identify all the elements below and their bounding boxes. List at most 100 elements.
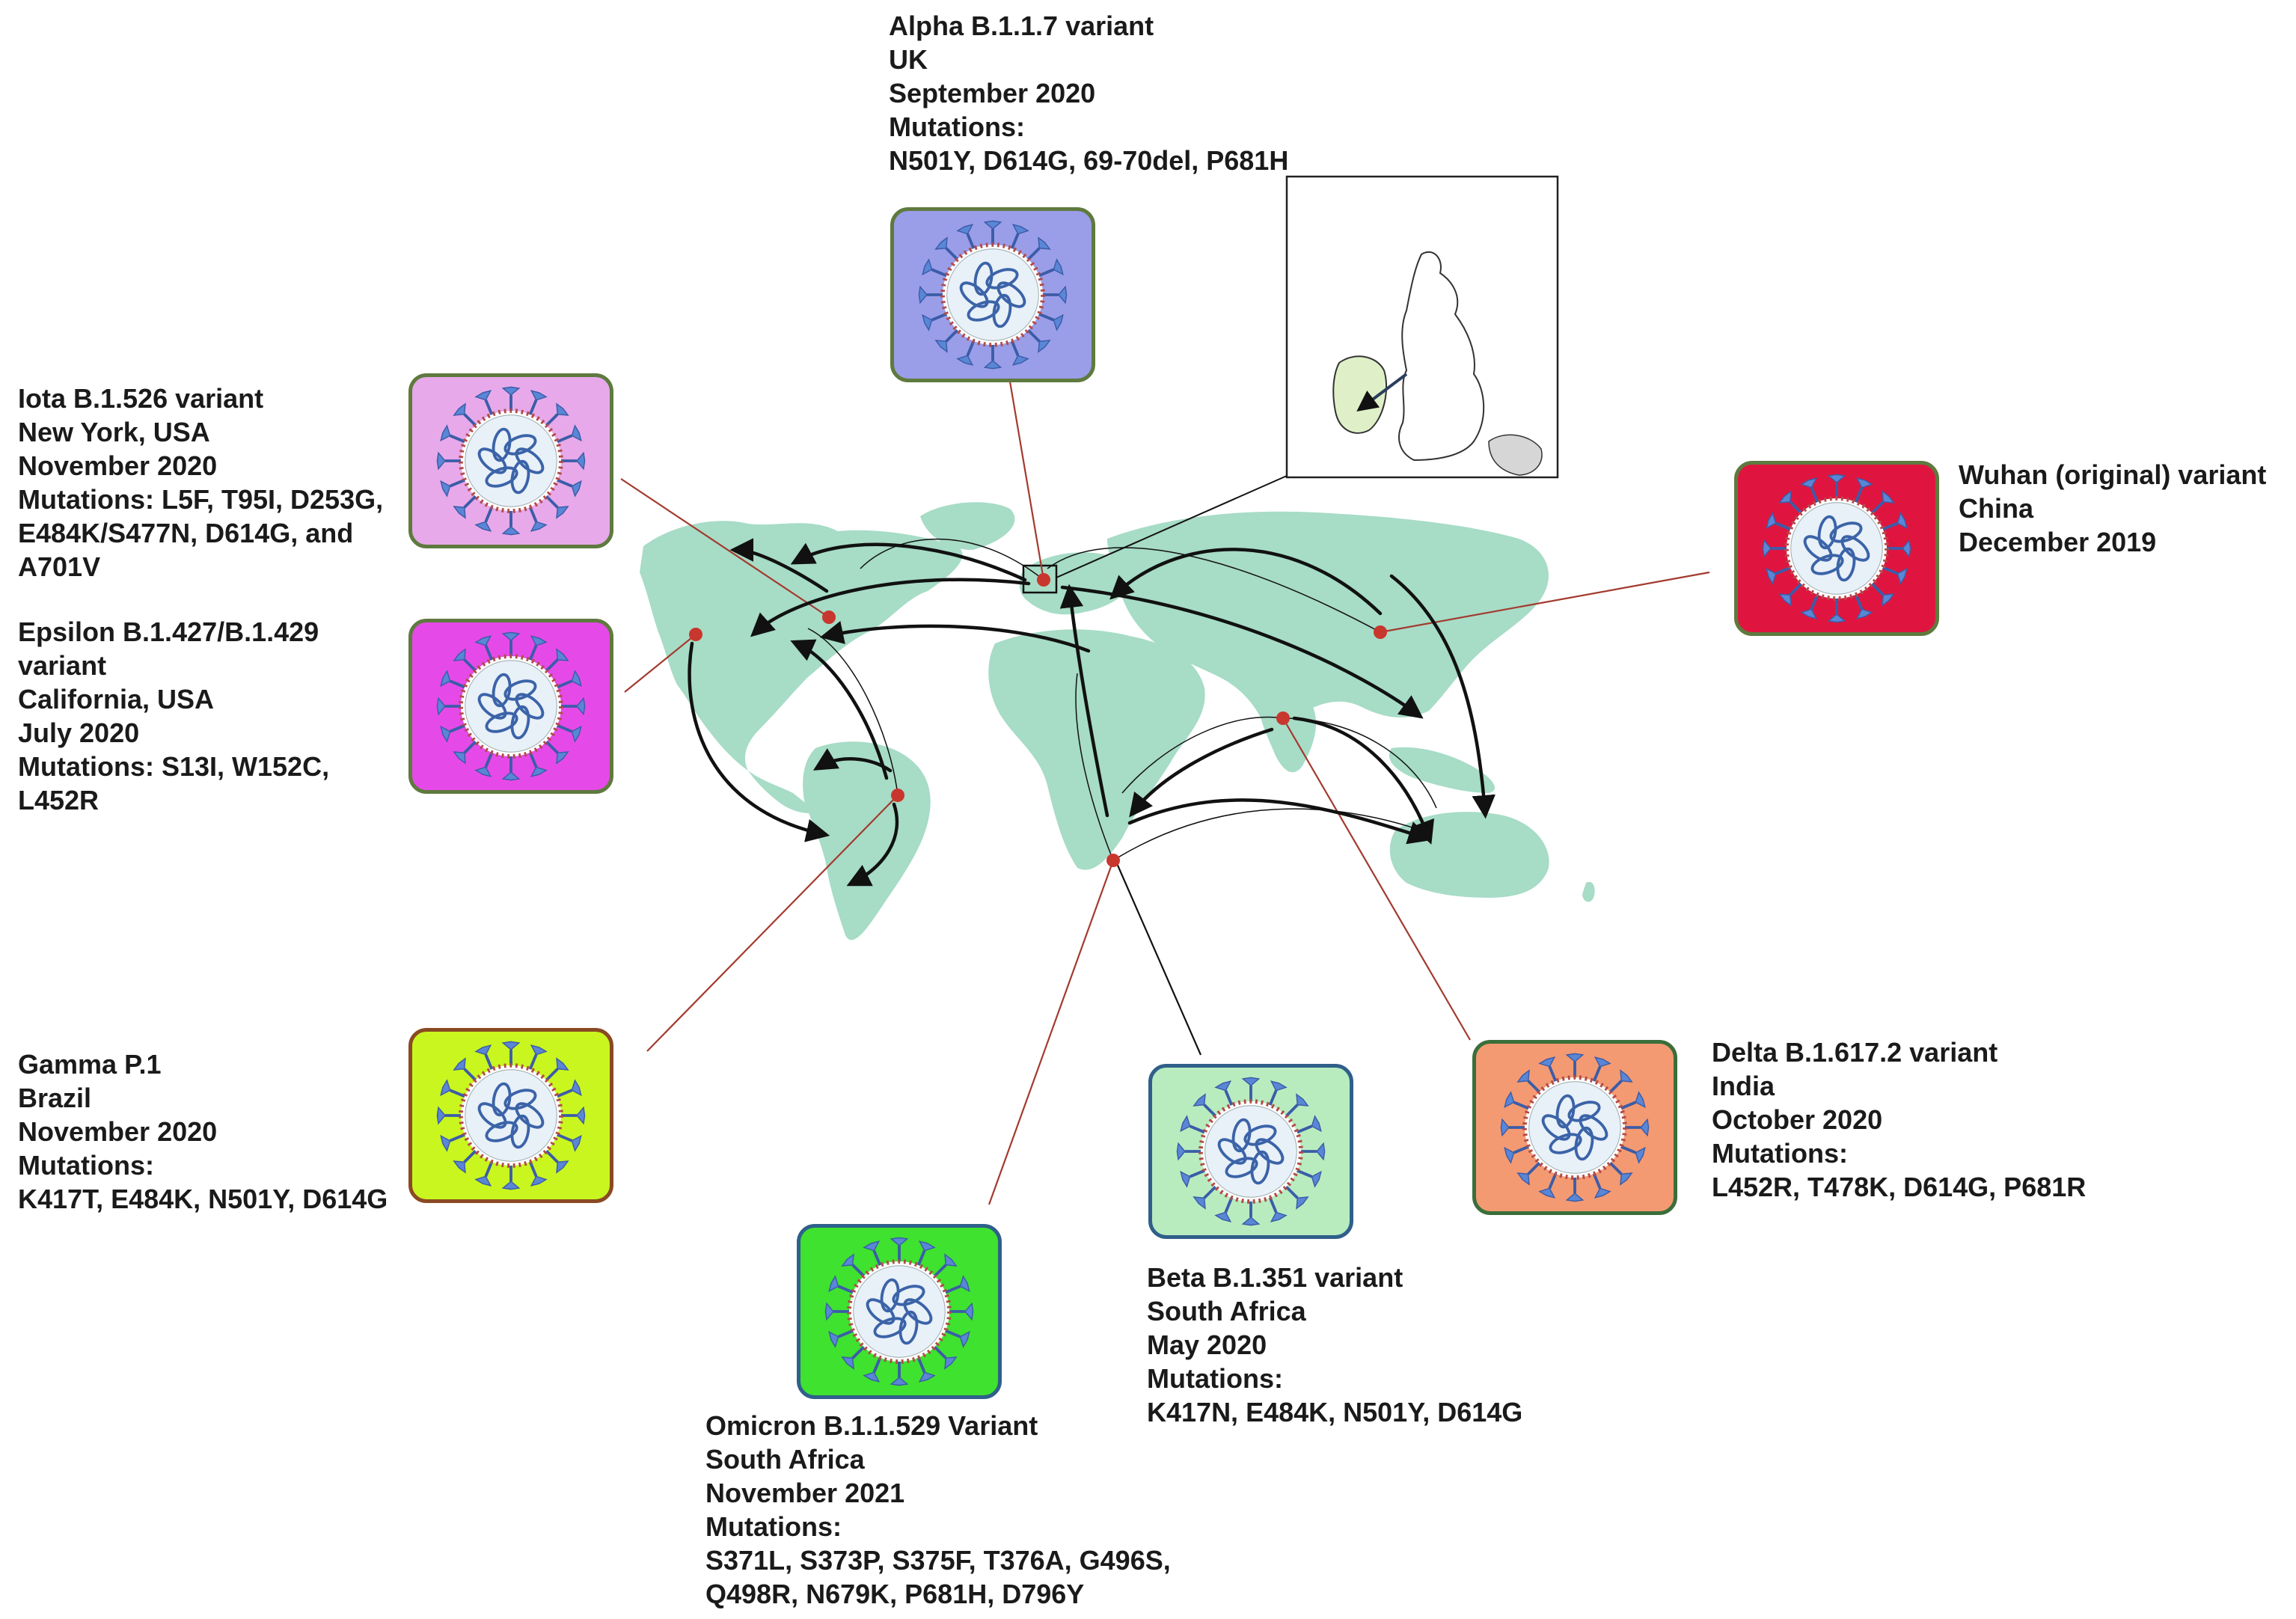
spike-protein [1294, 1168, 1313, 1178]
rna-strand [967, 300, 1000, 322]
spike-protein [1591, 1065, 1602, 1085]
spike-protein [554, 723, 573, 733]
spike-tip [1296, 1093, 1309, 1107]
spike-tip [934, 340, 948, 353]
rna-strand [1217, 1138, 1247, 1165]
asia-landmass [1107, 511, 1549, 735]
spike-tip [1193, 1196, 1206, 1210]
spike-protein [1203, 1184, 1219, 1199]
rna-strand [485, 466, 518, 488]
spike-tip [1827, 613, 1846, 623]
new-zealand [1582, 881, 1595, 902]
iota-line-4: Mutations: L5F, T95I, D253G, [18, 484, 384, 515]
spike-protein [1294, 1124, 1313, 1135]
spike-protein [1853, 486, 1864, 506]
marker-china [1374, 625, 1387, 639]
omicron-line-4: Mutations: [705, 1511, 842, 1542]
spike-tip [918, 1371, 936, 1383]
rna-strand [477, 693, 507, 720]
spike-tip [556, 648, 569, 661]
rna-strand [503, 1089, 537, 1110]
rna-strand [973, 261, 994, 296]
wuhan-virus-box [1734, 461, 1939, 636]
arrow-gamma-local [812, 748, 893, 773]
arrow-wuhan-to-europe [1109, 548, 1383, 616]
epsilon-virus-box [408, 619, 613, 794]
spike-tip [474, 390, 492, 401]
spike-tip [440, 480, 451, 498]
spike-tip [530, 1175, 548, 1187]
spike-tip [1897, 512, 1908, 530]
iota-line-5: E484K/S477N, D614G, and [18, 518, 354, 548]
rna-strand [492, 673, 512, 708]
delta-line-3: October 2020 [1712, 1104, 1883, 1135]
spike-protein [449, 434, 468, 444]
spike-tip [1640, 1118, 1650, 1137]
spike-protein [1035, 268, 1055, 278]
uk-inset-connector [1056, 475, 1288, 578]
spike-tip [1270, 1211, 1288, 1222]
spike-tip [576, 451, 586, 471]
spike-protein [449, 679, 468, 690]
omicron-line-1: Omicron B.1.1.529 Variant [705, 1410, 1038, 1441]
australia-landmass [1389, 812, 1549, 898]
spike-tip [1897, 567, 1908, 585]
spike-protein [1879, 521, 1899, 532]
omicron-virus-box [797, 1224, 1002, 1399]
spike-tip [571, 670, 582, 688]
spike-tip [571, 1134, 582, 1152]
spike-protein [484, 1053, 495, 1073]
omicron-line-2: South Africa [705, 1444, 865, 1475]
spike-tip [530, 521, 548, 532]
alpha-line-1: Alpha B.1.1.7 variant [889, 10, 1154, 41]
rna-strand [1243, 1124, 1277, 1146]
omicron-leader [988, 860, 1115, 1205]
gamma-line-4: Mutations: [18, 1150, 154, 1181]
arrow-na-to-west [729, 538, 829, 593]
europe-landmass [1019, 552, 1132, 615]
spike-tip [436, 451, 446, 471]
spike-tip [501, 386, 521, 396]
spike-tip [530, 1044, 548, 1056]
spike-protein [449, 1089, 468, 1099]
beta-virus-box [1148, 1064, 1353, 1239]
gamma-line-1: Gamma P.1 [18, 1049, 162, 1080]
spike-tip [1538, 1187, 1556, 1199]
rna-strand [880, 1278, 900, 1313]
wuhan-line-1: Wuhan (original) variant [1959, 459, 2267, 490]
arrow-africa-to-europe [1059, 584, 1109, 818]
spike-tip [983, 220, 1002, 230]
spike-protein [554, 1089, 573, 1099]
rna-strand [492, 427, 512, 462]
viral-core [465, 1069, 557, 1162]
spike-tip [1565, 1193, 1585, 1202]
spike-protein [1035, 311, 1055, 322]
spike-tip [1504, 1091, 1515, 1109]
spike-protein [1810, 486, 1820, 506]
beta-line-5: K417N, E484K, N501Y, D614G [1147, 1397, 1523, 1427]
alpha-line-4: Mutations: [889, 111, 1025, 142]
spike-tip [501, 771, 521, 781]
viral-core [853, 1265, 946, 1358]
rna-strand [515, 693, 545, 720]
spike-tip [436, 697, 446, 716]
spike-protein [1189, 1124, 1208, 1135]
world-map [640, 502, 1595, 940]
arrow-epsilon-to-sa [688, 641, 830, 842]
marker-california [689, 628, 702, 641]
spike-tip [440, 725, 451, 743]
epsilon-line-2: variant [18, 650, 107, 681]
spike-protein [1607, 1160, 1623, 1175]
spread-arrows [688, 538, 1496, 887]
epsilon-line-6: L452R [18, 785, 100, 815]
japan [1484, 595, 1501, 631]
spike-tip [1053, 313, 1064, 331]
spike-protein [484, 399, 495, 418]
rna-strand [477, 447, 507, 474]
spike-tip [1176, 1142, 1186, 1161]
spike-tip [918, 1240, 936, 1252]
spike-protein [931, 1344, 947, 1359]
spike-tip [501, 1181, 521, 1190]
delta-label: Delta B.1.617.2 variant India October 20… [1712, 1035, 2086, 1204]
spike-tip [440, 1079, 451, 1097]
